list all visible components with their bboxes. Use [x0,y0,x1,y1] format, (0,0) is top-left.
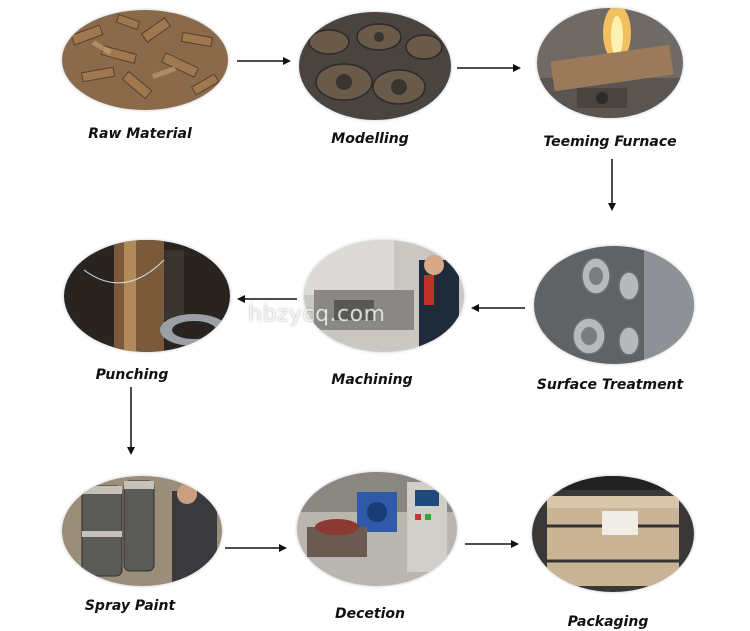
machining-photo [304,240,464,352]
arrow-right-1 [237,57,291,65]
decetion-photo [297,472,457,586]
arrow-down-1 [608,159,616,211]
arrow-down-2 [127,387,135,455]
punching-photo [64,240,230,352]
machining-label: Machining [331,372,413,388]
modelling-label: Modelling [331,131,409,147]
teeming-furnace-label: Teeming Furnace [543,134,677,150]
arrow-left-2 [237,295,297,303]
raw-material-photo [62,10,228,110]
arrow-right-3 [225,544,287,552]
punching-label: Punching [95,367,169,383]
watermark: hbzycq.com [248,302,386,327]
spray-paint-label: Spray Paint [84,598,176,614]
modelling-photo [299,12,451,120]
arrow-right-4 [465,540,519,548]
arrow-right-2 [457,64,521,72]
raw-material-label: Raw Material [88,126,192,142]
surface-treatment-label: Surface Treatment [536,377,684,393]
packaging-label: Packaging [567,614,649,630]
packaging-photo [532,476,694,592]
surface-treatment-photo [534,246,694,364]
decetion-label: Decetion [335,606,405,622]
spray-paint-photo [62,476,222,586]
arrow-left-1 [471,304,525,312]
teeming-furnace-photo [537,8,683,118]
